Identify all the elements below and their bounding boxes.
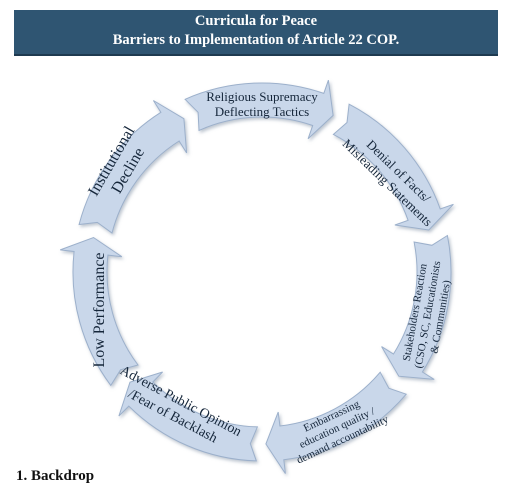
arrow-segment-embarrassing [265, 371, 408, 474]
arrow-segment-stakeholders-reaction [381, 234, 452, 380]
arrow-segment-institutional-decline [78, 100, 188, 234]
step-text: Low Performance [91, 252, 108, 367]
step-label-religious-supremacy: Religious Supremacy Deflecting Tactics [206, 89, 318, 119]
diagram-subtitle: Barriers to Implementation of Article 22… [112, 32, 400, 48]
arrow-segment-low-performance [60, 236, 139, 387]
arrow-segment-religious-supremacy [184, 80, 334, 140]
cycle-arrows [60, 80, 454, 474]
step-text: Deflecting Tactics [215, 104, 310, 119]
arrow-segment-denial-of-facts [332, 103, 454, 231]
step-text: Religious Supremacy [206, 89, 318, 104]
step-label-low-performance: Low Performance [91, 252, 108, 367]
diagram-title: Curricula for Peace [194, 13, 318, 29]
section-heading-backdrop: 1. Backdrop [16, 468, 95, 484]
title-banner: Curricula for Peace Barriers to Implemen… [14, 10, 498, 56]
arrow-segment-adverse-public-opinion [118, 371, 259, 462]
